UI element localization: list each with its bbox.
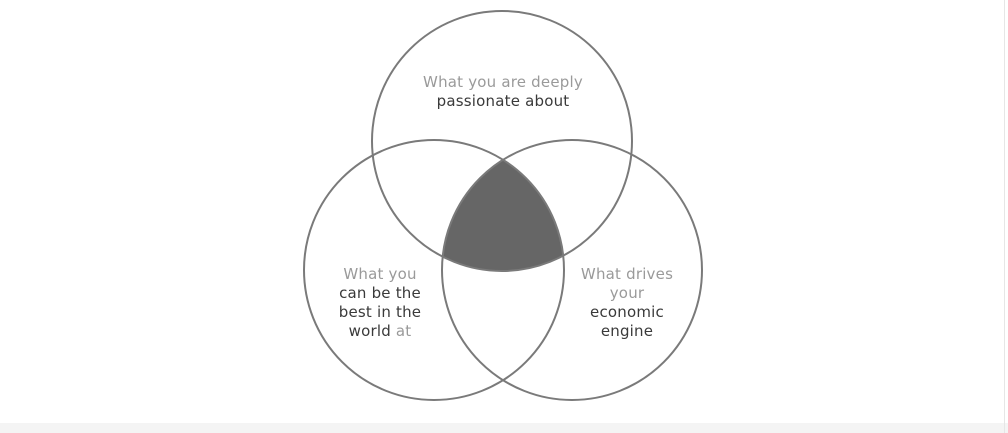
circle-economic-engine [441,139,703,401]
intersection-region [442,140,564,271]
label-economic-line-4: engine [600,322,654,340]
label-best-line-4-muted: at [395,322,412,340]
circle-passion [371,10,633,272]
label-best-line-4: world at [320,322,440,341]
label-economic-line-3: economic [590,303,664,321]
label-best-line-1: What you [343,265,417,283]
label-passion-line-2: passionate about [436,92,570,110]
label-economic-line-1: What drives [580,265,674,283]
right-edge-line [1004,0,1005,433]
label-best-line-4-strong: world [348,322,391,340]
label-best-line-3: best in the [338,303,422,321]
label-passion-line-1: What you are deeply [423,73,583,91]
label-best-line-2: can be the [339,284,421,302]
label-economic-line-2: your [609,284,645,302]
bottom-edge-band [0,423,1008,433]
label-best-in-world: What you can be the best in the world at [320,265,440,341]
label-economic-engine: What drives your economic engine [562,265,692,341]
circle-best-in-world [303,139,565,401]
label-passion: What you are deeply passionate about [403,73,603,111]
